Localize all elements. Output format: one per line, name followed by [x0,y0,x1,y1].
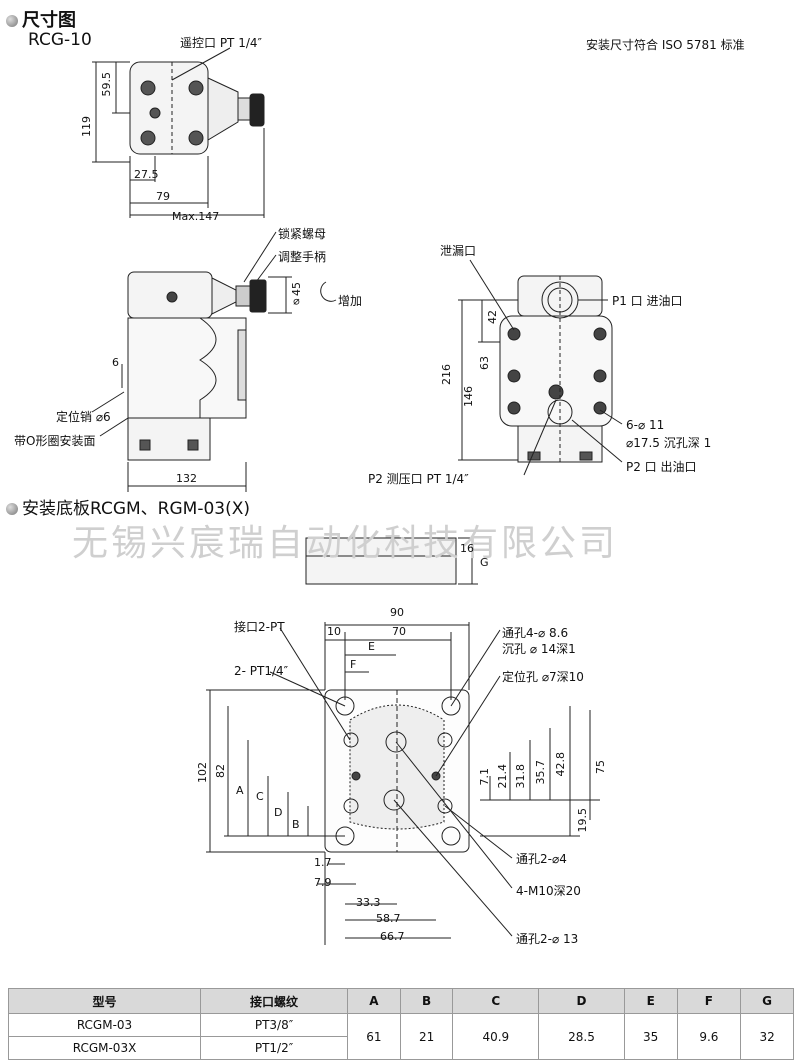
m10-label: 4-M10深20 [516,884,581,898]
cell-thread: PT3/8″ [199,1013,349,1037]
col-model: 型号 [8,988,201,1014]
cell-C: 40.9 [452,1013,540,1060]
dim-27-5: 27.5 [134,168,159,181]
table-row: RCGM-03X PT1/2″ [8,1036,794,1060]
dim-75: 75 [594,760,607,774]
thru2-13-label: 通孔2-⌀ 13 [516,932,579,946]
increase-label: 增加 [338,294,363,308]
holes-label: 6-⌀ 11 [626,418,665,432]
cell-F: 9.6 [676,1013,742,1060]
col-thread: 接口螺纹 [199,988,349,1014]
col-E: E [623,988,678,1014]
col-D: D [538,988,625,1014]
counterbore-plate-label: 沉孔 ⌀ 14深1 [502,642,576,656]
dim-21-4: 21.4 [496,764,509,789]
dim-79: 79 [156,190,170,203]
p2-gauge-label: P2 测压口 PT 1/4″ [368,472,469,486]
dim-102: 102 [196,762,209,783]
spec-table: 型号 接口螺纹 A B C D E F G RCGM-03 PT3/8″ 61 … [8,988,794,1060]
cell-A: 61 [347,1013,401,1060]
dim-16: 16 [460,542,474,555]
dim-42: 42 [486,310,499,324]
dim-C: C [256,790,264,803]
dim-119: 119 [80,116,93,137]
section2-title: 安装底板RCGM、RGM-03(X) [6,494,250,519]
dim-B: B [292,818,300,831]
adjust-handle-label: 调整手柄 [278,250,327,264]
counterbore-label: ⌀17.5 沉孔深 1 [626,436,712,450]
cell-model: RCGM-03X [8,1036,201,1060]
dim-E: E [368,640,375,653]
dim-6: 6 [112,356,119,369]
col-B: B [399,988,454,1014]
loc-hole-label: 定位孔 ⌀7深10 [502,670,584,684]
port2-label: 接口2-PT [234,620,285,634]
dim-33-3: 33.3 [356,896,381,909]
cell-B: 21 [399,1013,454,1060]
dim-45: ⌀45 [290,282,303,309]
dim-F: F [350,658,357,671]
thru2-4-label: 通孔2-⌀4 [516,852,567,866]
lock-nut-label: 锁紧螺母 [278,227,327,241]
dim-A: A [236,784,244,797]
dim-146: 146 [462,386,475,407]
thru-hole-label: 通孔4-⌀ 8.6 [502,626,569,640]
dim-70: 70 [392,625,406,638]
dim-1-7: 1.7 [314,856,332,869]
bullet-icon [6,503,18,515]
dim-58-7: 58.7 [376,912,401,925]
pt14-label: 2- PT1/4″ [234,664,289,678]
col-G: G [740,988,794,1014]
dim-66-7: 66.7 [380,930,405,943]
dim-59-5: 59.5 [100,72,113,97]
dim-216: 216 [440,364,453,385]
cell-thread: PT1/2″ [199,1036,349,1060]
dim-D: D [274,806,283,819]
dim-63: 63 [478,356,491,370]
p2-port-label: P2 口 出油口 [626,460,697,474]
install-note: 安装尺寸符合 ISO 5781 标准 [586,38,745,52]
model-name: RCG-10 [28,30,92,50]
cell-model: RCGM-03 [8,1013,201,1037]
dim-max147: Max.147 [172,210,220,223]
dim-42-8: 42.8 [554,752,567,777]
cell-D: 28.5 [538,1013,625,1060]
col-C: C [452,988,540,1014]
table-row: RCGM-03 PT3/8″ 61 21 40.9 28.5 35 9.6 32 [8,1013,794,1060]
drain-port-label: 泄漏口 [440,244,477,258]
p1-port-label: P1 口 进油口 [612,294,683,308]
plate-side-view [305,537,457,585]
dim-82: 82 [214,764,227,778]
cell-E: 35 [623,1013,678,1060]
col-F: F [676,988,742,1014]
dim-7-9: 7.9 [314,876,332,889]
dim-132: 132 [176,472,197,485]
section1-title: 尺寸图 [6,6,76,32]
dim-7-1: 7.1 [478,768,491,786]
bullet-icon [6,15,18,27]
o-ring-face-label: 带O形圈安装面 [14,434,96,448]
dim-19-5: 19.5 [576,808,589,833]
table-header-row: 型号 接口螺纹 A B C D E F G [8,988,794,1014]
cell-G: 32 [740,1013,794,1060]
section1-title-text: 尺寸图 [22,10,76,31]
col-A: A [347,988,401,1014]
locating-pin-label: 定位销 ⌀6 [56,410,111,424]
dim-90: 90 [390,606,404,619]
dim-31-8: 31.8 [514,764,527,789]
section2-title-text: 安装底板RCGM、RGM-03(X) [22,499,251,519]
dim-10: 10 [327,625,341,638]
dim-35-7: 35.7 [534,760,547,785]
remote-port-label: 遥控口 PT 1/4″ [180,36,262,50]
dim-G: G [480,556,489,569]
company-watermark: 无锡兴宸瑞自动化科技有限公司 [72,523,619,564]
